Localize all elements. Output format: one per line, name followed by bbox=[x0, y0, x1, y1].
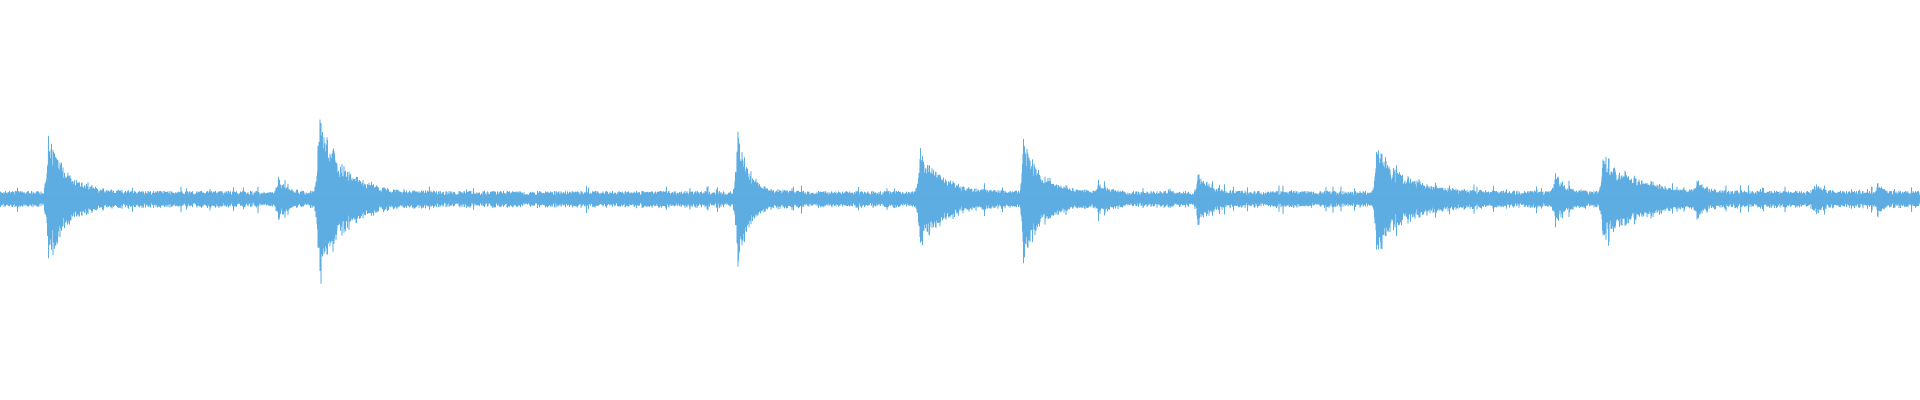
waveform-trace bbox=[0, 119, 1920, 284]
